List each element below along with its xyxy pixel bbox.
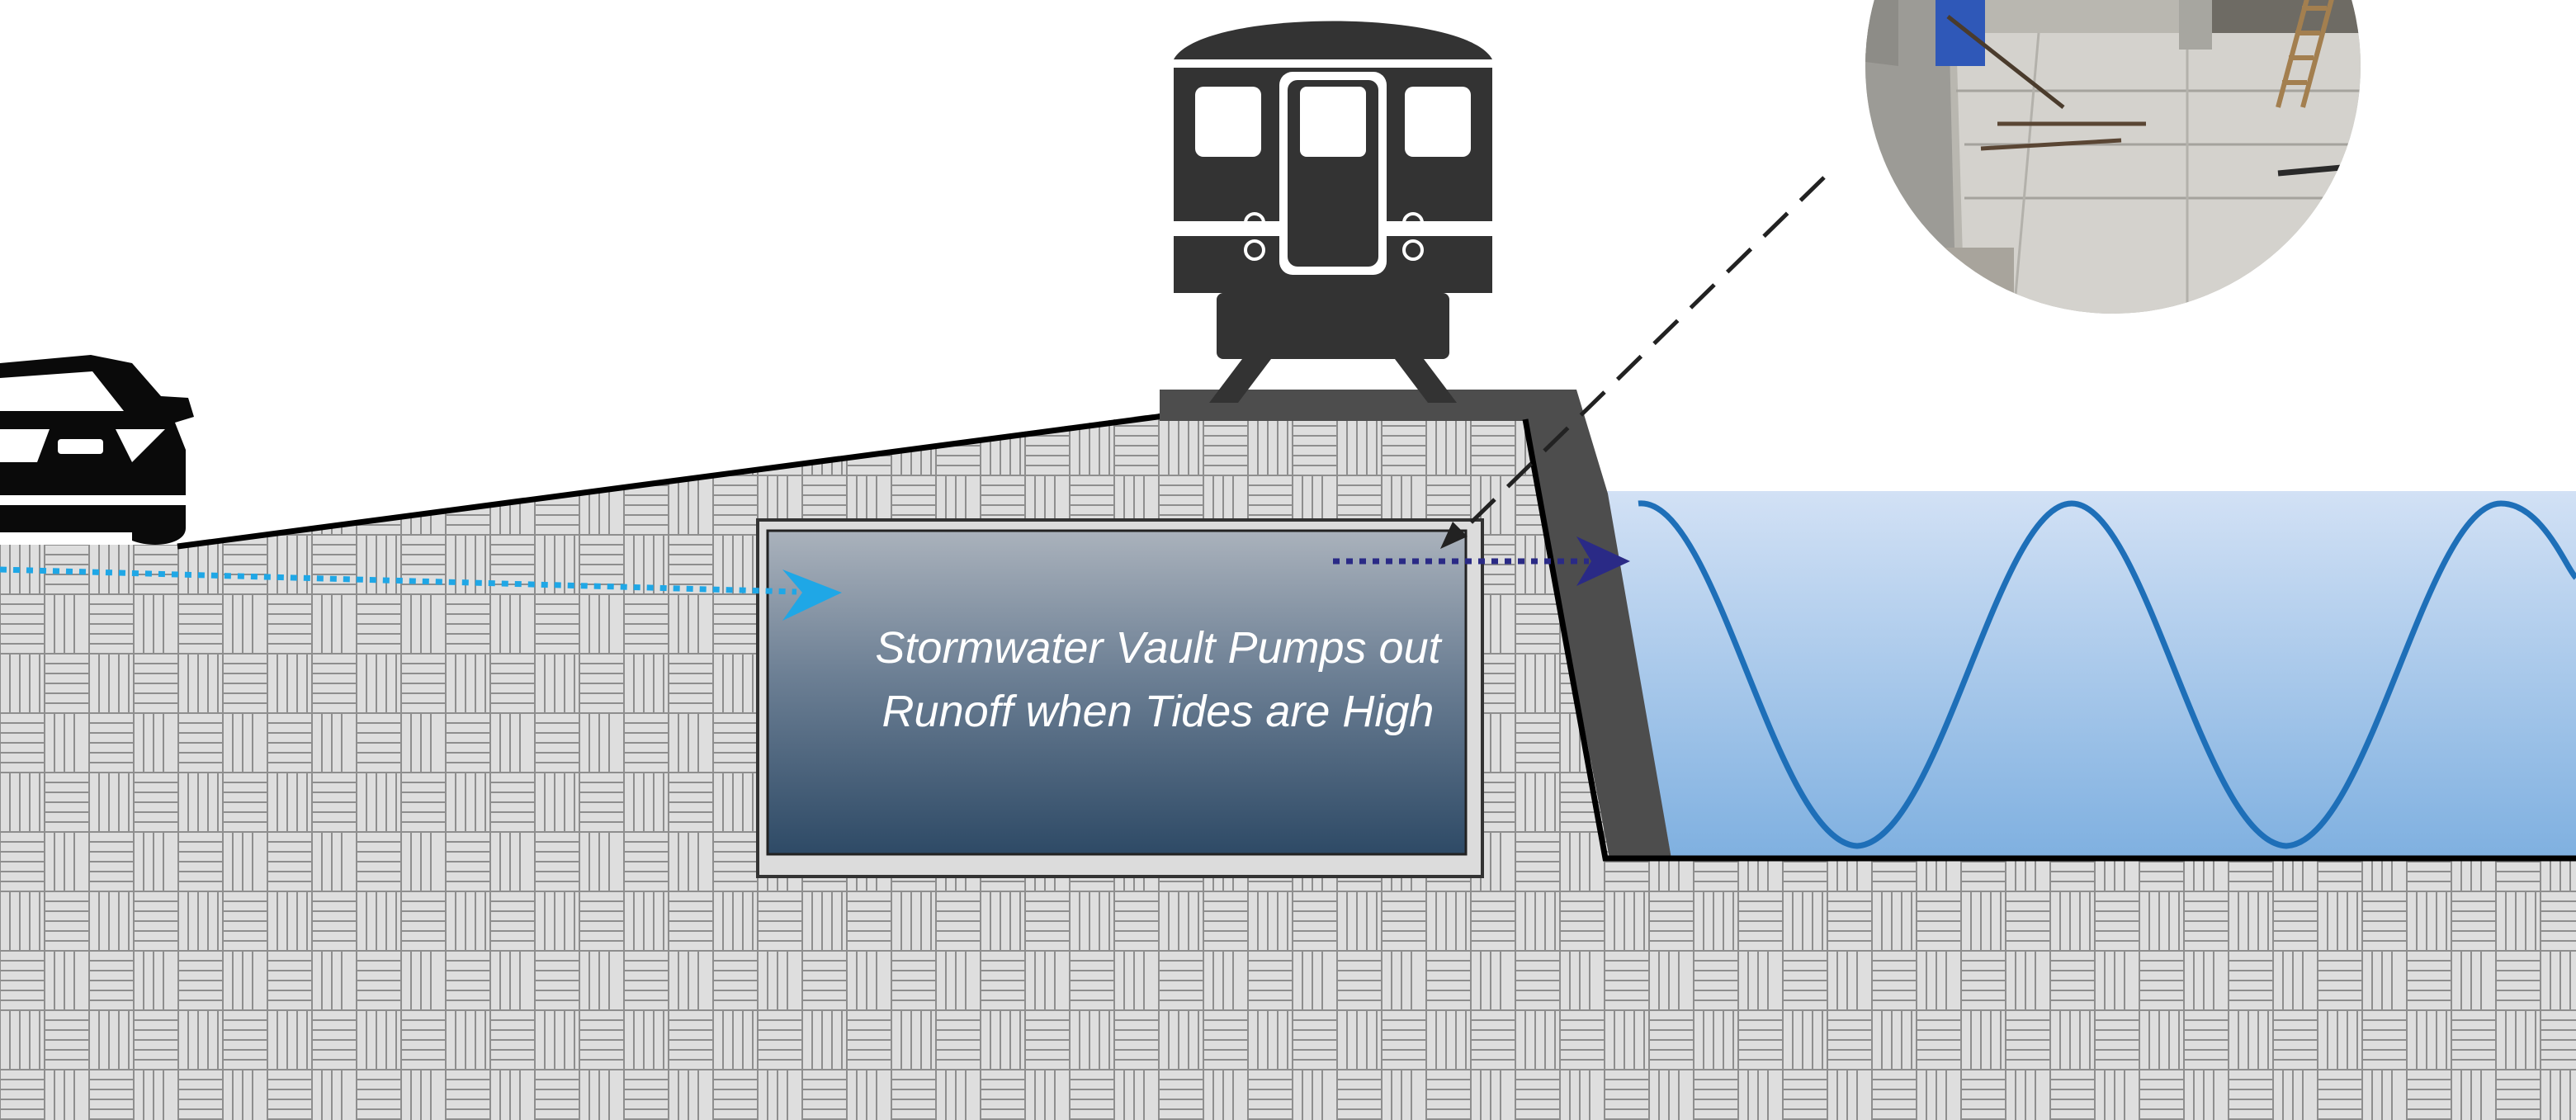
runoff-arrow — [0, 566, 842, 621]
tide-wave — [1638, 500, 2576, 849]
pump-out-arrow — [1333, 536, 1630, 586]
train-icon — [1174, 21, 1492, 403]
car-icon — [0, 355, 194, 545]
tidal-water — [1605, 491, 2576, 858]
photo-callout-line — [1440, 176, 1826, 549]
vault-label-line2: Runoff when Tides are High — [882, 687, 1435, 736]
water-bed-line — [1522, 418, 2576, 862]
stormwater-vault — [766, 529, 1468, 856]
construction-photo-inset — [1865, 0, 2361, 314]
vault-label-line1: Stormwater Vault Pumps out — [875, 623, 1442, 673]
